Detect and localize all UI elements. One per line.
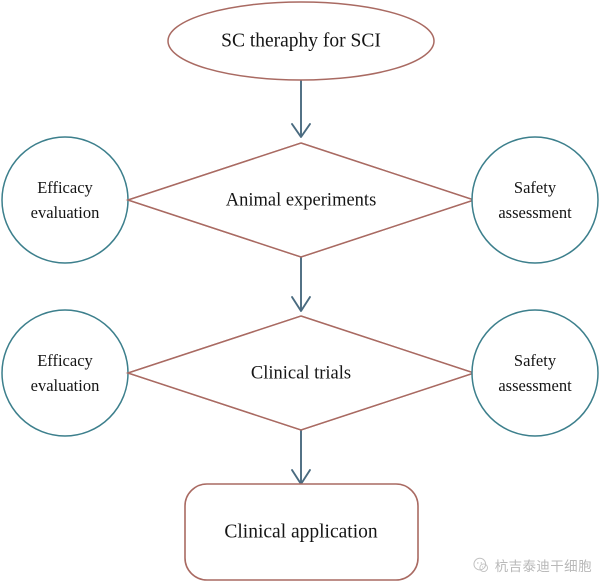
node-clinical-efficacy[interactable]: Efficacy evaluation — [1, 309, 129, 437]
circle-shape — [471, 309, 599, 437]
connector-animal-to-clinical — [291, 257, 311, 312]
ellipse-shape — [167, 1, 435, 81]
circle-shape — [1, 309, 129, 437]
rounded-rect-shape — [184, 483, 419, 581]
node-animal-safety-label-line2: assessment — [498, 203, 572, 222]
node-clinical-trials-label: Clinical trials — [251, 363, 351, 383]
connector-clinical-to-application — [291, 430, 311, 485]
diamond-shape — [125, 315, 477, 431]
circle-shape — [471, 136, 599, 264]
node-animal-experiments[interactable]: Animal experiments — [125, 142, 477, 258]
node-clinical-safety-label-line2: assessment — [498, 376, 572, 395]
node-clinical-application-label: Clinical application — [224, 521, 377, 542]
node-clinical-safety[interactable]: Safety assessment — [471, 309, 599, 437]
node-clinical-efficacy-label-line1: Efficacy — [37, 351, 93, 370]
node-animal-efficacy-label-line2: evaluation — [31, 203, 100, 222]
node-animal-efficacy-label-line1: Efficacy — [37, 178, 93, 197]
circle-shape — [1, 136, 129, 264]
wechat-icon — [473, 557, 488, 572]
arrow-head-down-icon — [291, 296, 311, 312]
node-clinical-application[interactable]: Clinical application — [184, 483, 419, 581]
node-clinical-safety-label-line1: Safety — [514, 351, 557, 370]
node-start-label: SC theraphy for SCI — [221, 30, 381, 51]
watermark: 杭吉泰迪干细胞 — [472, 555, 592, 575]
node-start[interactable]: SC theraphy for SCI — [167, 1, 435, 81]
connector-start-to-animal — [291, 80, 311, 138]
node-animal-efficacy[interactable]: Efficacy evaluation — [1, 136, 129, 264]
node-animal-safety-label-line1: Safety — [514, 178, 557, 197]
node-animal-safety[interactable]: Safety assessment — [471, 136, 599, 264]
node-animal-experiments-label: Animal experiments — [226, 190, 377, 210]
watermark-text: 杭吉泰迪干细胞 — [494, 559, 592, 575]
diamond-shape — [125, 142, 477, 258]
node-clinical-trials[interactable]: Clinical trials — [125, 315, 477, 431]
arrow-head-down-icon — [291, 123, 311, 138]
node-clinical-efficacy-label-line2: evaluation — [31, 376, 100, 395]
